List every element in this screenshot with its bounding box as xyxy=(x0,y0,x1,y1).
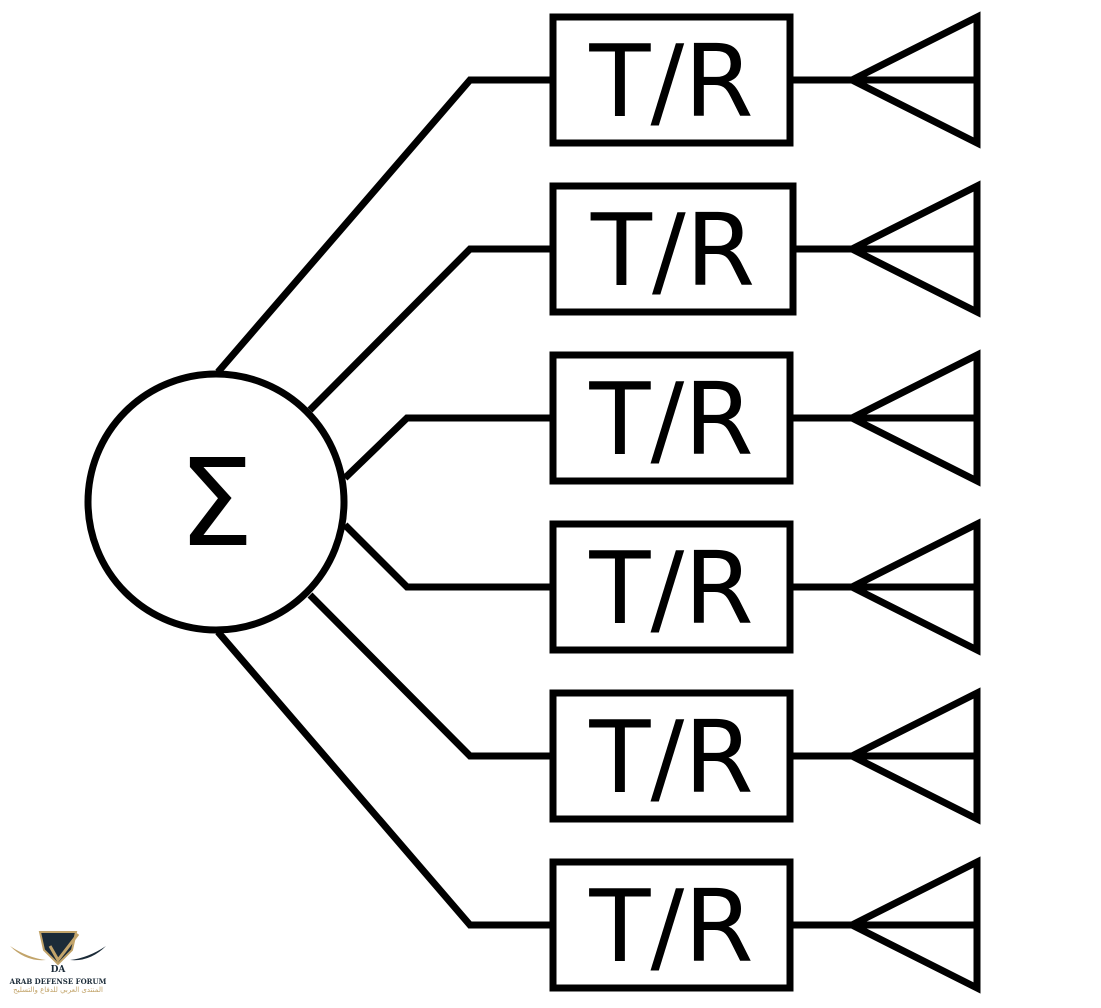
feed-line xyxy=(342,414,553,481)
antenna-icon xyxy=(844,518,981,656)
tr-module-label: T/R xyxy=(590,192,755,309)
antenna-icon xyxy=(844,349,981,487)
summer-circle xyxy=(84,370,348,634)
feed-line xyxy=(215,629,553,929)
tr-module-label: T/R xyxy=(588,530,753,647)
feed-line xyxy=(307,245,553,413)
tr-module-label: T/R xyxy=(588,361,753,478)
shield-wings-icon: DA xyxy=(10,931,106,975)
tr-module-label: T/R xyxy=(588,23,753,140)
feed-line xyxy=(307,592,553,760)
feed-line xyxy=(342,522,553,591)
antenna-icon xyxy=(844,687,981,825)
antenna-icon xyxy=(844,180,981,318)
monogram: DA xyxy=(51,965,67,974)
tr-module-label: T/R xyxy=(588,868,753,985)
watermark-name-ar: المنتدى العربي للدفاع والتسليح xyxy=(13,986,103,994)
watermark-name-en: ARAB DEFENSE FORUM xyxy=(9,977,107,986)
sigma-label: Σ xyxy=(178,435,254,574)
feed-line xyxy=(215,76,553,375)
antenna-icon xyxy=(844,856,981,994)
antenna-icon xyxy=(844,11,981,149)
tr-module-label: T/R xyxy=(588,699,753,816)
watermark-logo: DA ARAB DEFENSE FORUM المنتدى العربي للد… xyxy=(6,928,110,1006)
